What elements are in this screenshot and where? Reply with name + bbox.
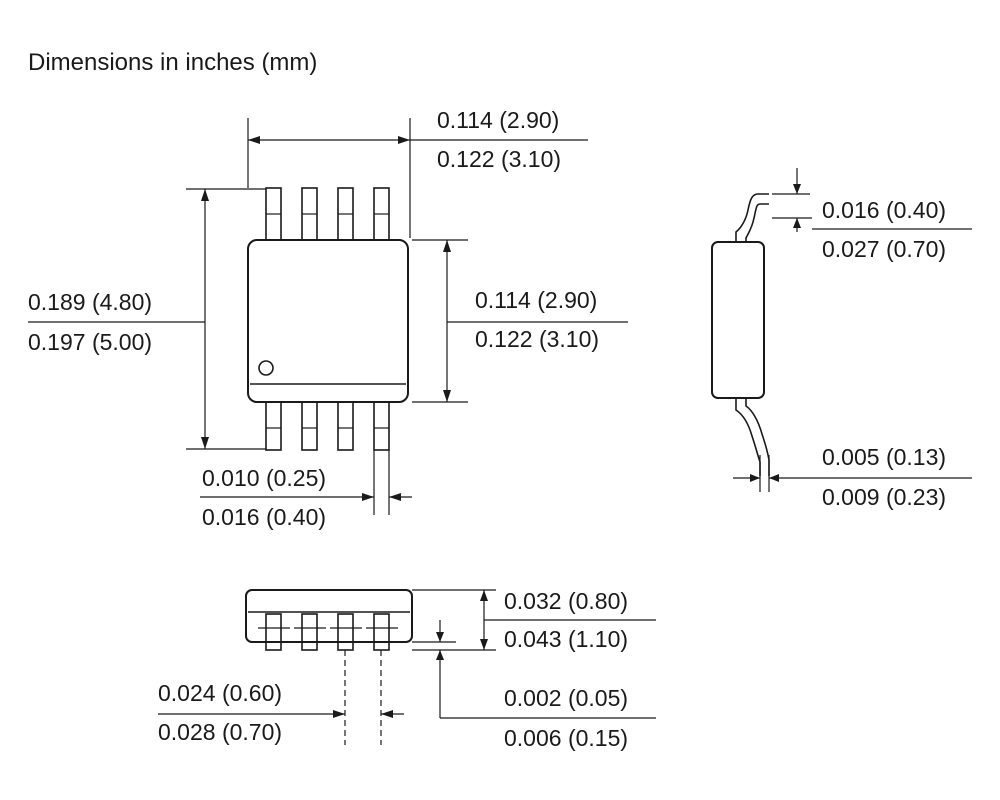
- side-upper-lead: [735, 193, 769, 242]
- lead-thickness-min-label: 0.005 (0.13): [822, 444, 946, 470]
- overall-height-min-label: 0.189 (4.80): [28, 289, 152, 315]
- lead-width-min-label: 0.010 (0.25): [202, 465, 326, 491]
- front-view: 0.032 (0.80) 0.043 (1.10) 0.002 (0.05) 0…: [158, 588, 656, 751]
- standoff-max-label: 0.006 (0.15): [504, 725, 628, 751]
- lead: [265, 613, 282, 651]
- lead-width-max-label: 0.016 (0.40): [202, 504, 326, 530]
- overall-height-max-label: 0.197 (5.00): [28, 329, 152, 355]
- foot-length-max-label: 0.027 (0.70): [822, 236, 946, 262]
- foot-length-min-label: 0.016 (0.40): [822, 197, 946, 223]
- pin1-marker: [258, 360, 274, 376]
- standoff-min-label: 0.002 (0.05): [504, 685, 628, 711]
- front-view-body: [245, 589, 413, 643]
- front-height-min-label: 0.032 (0.80): [504, 588, 628, 614]
- top-view: 0.114 (2.90) 0.122 (3.10) 0.189 (4.80) 0…: [28, 107, 628, 530]
- top-width-max-label: 0.122 (3.10): [437, 146, 561, 172]
- side-view: 0.016 (0.40) 0.027 (0.70) 0.005 (0.13) 0…: [711, 168, 972, 510]
- lead: [265, 399, 282, 451]
- lead: [373, 399, 390, 451]
- lead: [337, 399, 354, 451]
- top-view-body: [247, 239, 409, 403]
- front-height-max-label: 0.043 (1.10): [504, 626, 628, 652]
- side-lower-lead: [735, 398, 761, 476]
- lead: [301, 613, 318, 651]
- pitch-max-label: 0.028 (0.70): [158, 719, 282, 745]
- body-height-min-label: 0.114 (2.90): [475, 287, 597, 313]
- drawing-title: Dimensions in inches (mm): [28, 49, 317, 76]
- top-view-lower-leads: [265, 399, 390, 451]
- top-width-min-label: 0.114 (2.90): [437, 107, 559, 133]
- body-height-max-label: 0.122 (3.10): [475, 326, 599, 352]
- side-view-body: [711, 241, 765, 399]
- pitch-min-label: 0.024 (0.60): [158, 680, 282, 706]
- lead-thickness-max-label: 0.009 (0.23): [822, 484, 946, 510]
- top-view-upper-leads: [265, 187, 390, 241]
- lead: [301, 399, 318, 451]
